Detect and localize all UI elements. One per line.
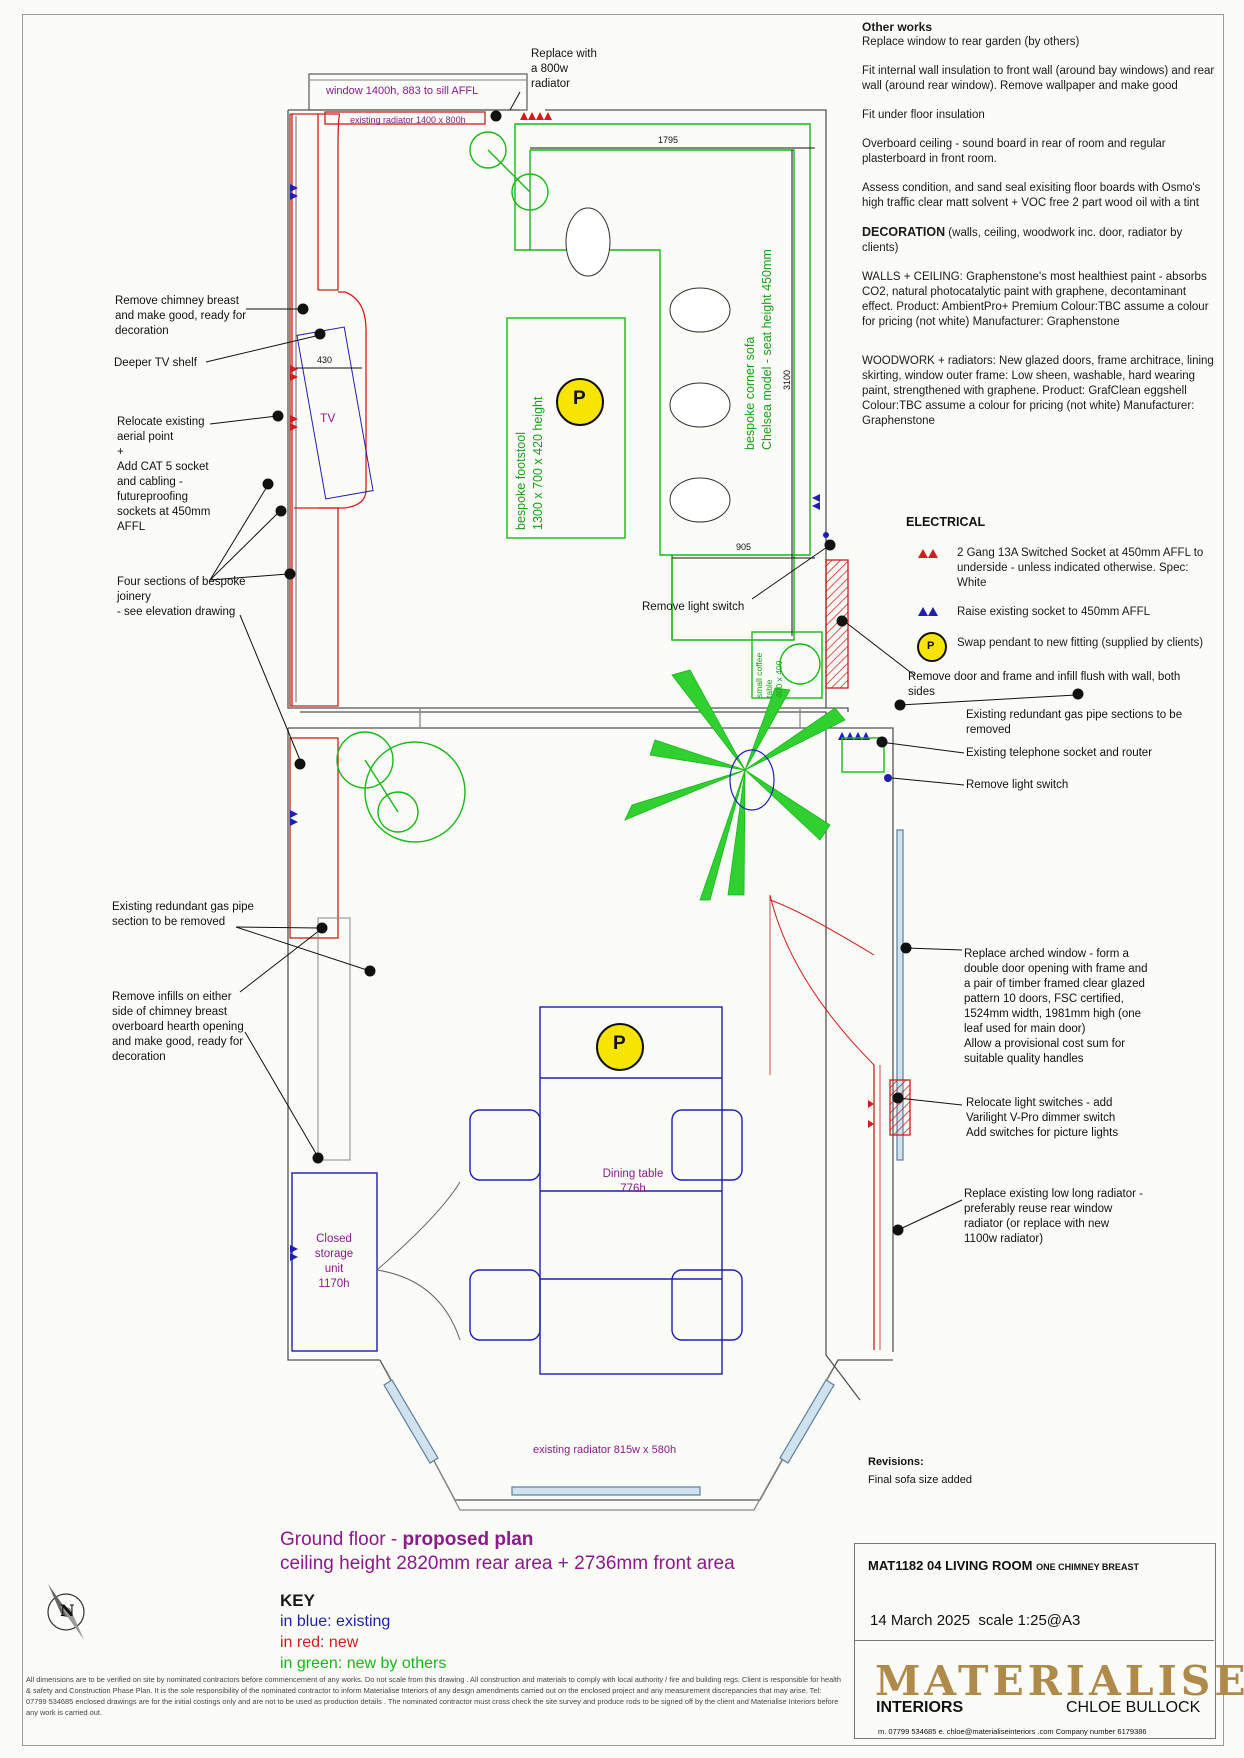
electrical-heading: ELECTRICAL — [906, 515, 986, 529]
note-remove-door: Remove door and frame and infill flush w… — [908, 671, 1181, 698]
other-works-notes: Other works Replace window to rear garde… — [862, 20, 1217, 443]
dimension-lines — [296, 147, 815, 636]
compass-icon — [47, 1584, 85, 1640]
bay-windows — [383, 829, 904, 1496]
title-block-box — [854, 1543, 1216, 1739]
pendant-marker-lounge: P — [573, 388, 586, 409]
note-tv-shelf: Deeper TV shelf — [114, 357, 197, 369]
legend-raise-socket: Raise existing socket to 450mm AFFL — [957, 606, 1151, 618]
plant — [624, 669, 846, 901]
legend-new-socket: 2 Gang 13A Switched Socket at 450mm AFFL… — [957, 547, 1204, 589]
woodwork-spec: WOODWORK + radiators: New glazed doors, … — [862, 355, 1214, 427]
other-works-item: Fit internal wall insulation to front wa… — [862, 65, 1215, 92]
seated-people — [565, 207, 731, 523]
sofa-and-lounge — [336, 123, 885, 843]
walls — [287, 73, 894, 1511]
other-works-heading: Other works — [862, 20, 933, 34]
brand-interiors: INTERIORS — [876, 1699, 964, 1716]
drawing-ref: MAT1182 04 LIVING ROOM ONE CHIMNEY BREAS… — [868, 1558, 1139, 1573]
existing-sockets — [290, 184, 892, 1261]
note-low-radiator: Replace existing low long radiator -pref… — [964, 1188, 1143, 1245]
pendant-markers — [556, 378, 947, 1071]
revisions-text: Final sofa size added — [868, 1474, 972, 1486]
other-works-item: Fit under floor insulation — [862, 109, 985, 121]
note-remove-light-switch-mid: Remove light switch — [642, 601, 745, 613]
pendant-legend-marker: P — [927, 640, 935, 652]
tv-label: TV — [320, 411, 336, 425]
existing-radiator-label: existing radiator 1400 x 800h — [350, 115, 466, 125]
legend-icons — [918, 549, 938, 616]
legend-swap-pendant: Swap pendant to new fitting (supplied by… — [957, 637, 1204, 649]
pendant-marker-dining: P — [613, 1033, 626, 1054]
storage-doors — [317, 917, 461, 1341]
new-sockets — [290, 112, 874, 1128]
walls-ceiling-spec: WALLS + CEILING: Graphenstone's most hea… — [862, 271, 1209, 328]
dimension-3100: 3100 — [782, 369, 792, 390]
dimension-1795: 1795 — [658, 135, 679, 145]
pendant-light-existing — [729, 749, 775, 811]
other-works-item: Assess condition, and sand seal exisitin… — [862, 182, 1201, 209]
note-remove-switch-right: Remove light switch — [966, 779, 1069, 791]
dimension-430: 430 — [317, 355, 333, 365]
contact-line: m. 07799 534685 e. chloe@materialiseinte… — [878, 1727, 1147, 1736]
compass-north-label: N — [60, 1601, 75, 1620]
brand-logo: MATERIALISE — [875, 1657, 1244, 1705]
page-title: Ground floor - proposed plan ceiling hei… — [280, 1529, 735, 1574]
disclaimer: All dimensions are to be verified on sit… — [26, 1675, 842, 1717]
dining-set — [291, 1006, 743, 1375]
other-works-item: Replace window to rear garden (by others… — [862, 36, 1080, 48]
revisions-heading: Revisions: — [868, 1456, 924, 1468]
designer-name: CHLOE BULLOCK — [1066, 1699, 1201, 1716]
drawing-date-scale: 14 March 2025 scale 1:25@A3 — [870, 1612, 1081, 1629]
bay-radiator-label: existing radiator 815w x 580h — [533, 1444, 677, 1456]
window-label: window 1400h, 883 to sill AFFL — [326, 85, 479, 97]
colour-key: KEY in blue: existing in red: new in gre… — [280, 1591, 447, 1672]
leader-lines — [205, 91, 1084, 1236]
note-gas-pipes-right: Existing redundant gas pipe sections to … — [966, 709, 1183, 736]
dimension-905: 905 — [736, 542, 752, 552]
decoration-heading: DECORATION (walls, ceiling, woodwork inc… — [862, 225, 1183, 254]
drawing-sheet — [22, 14, 1224, 1746]
other-works-item: Overboard ceiling - sound board in rear … — [862, 138, 1166, 165]
note-telephone: Existing telephone socket and router — [966, 747, 1153, 759]
